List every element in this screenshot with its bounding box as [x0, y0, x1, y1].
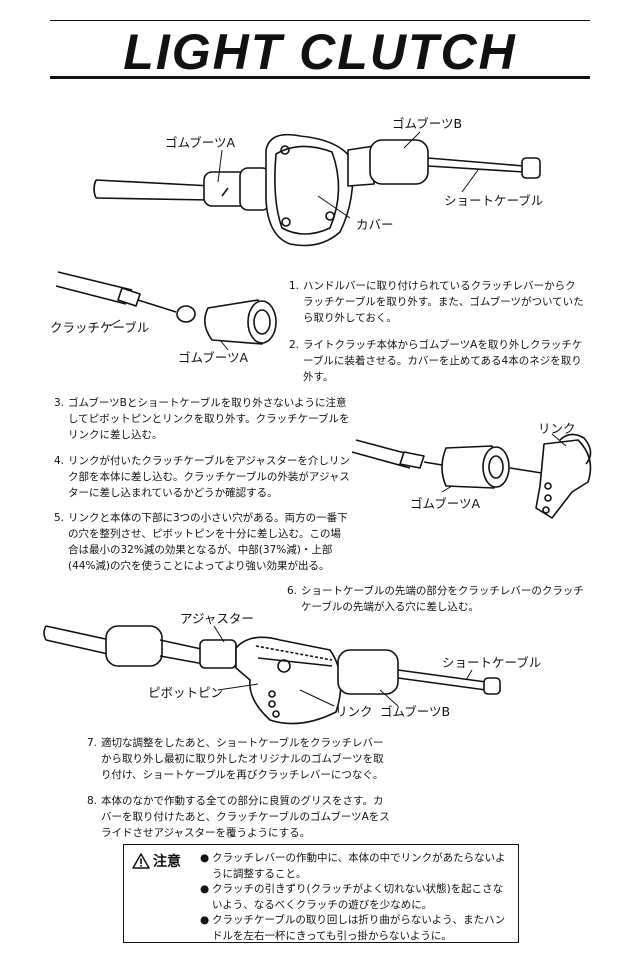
label-top-cover: カバー: [356, 217, 394, 232]
step-8: 8. 本体のなかで作動する全ての部分に良質のグリスをさす。カバーを取り付けたあと…: [87, 793, 391, 841]
illustration-clutch-cable-boot: [55, 271, 277, 351]
label-mid-clutch-cable: クラッチケーブル: [50, 320, 150, 335]
top-rule: [50, 20, 590, 21]
step-number: 8.: [87, 795, 98, 807]
step-number: 1.: [289, 280, 300, 292]
title-underline: [50, 76, 590, 79]
step-text: ハンドルバーに取り付けられているクラッチレバーからクラッチケーブルを取り外す。ま…: [303, 280, 584, 324]
caution-item: ●クラッチレバーの作動中に、本体の中でリンクがあたらないように調整すること。: [200, 851, 510, 882]
step-6: 6. ショートケーブルの先端の部分をクラッチレバーのクラッチケーブルの先端が入る…: [287, 583, 587, 615]
illustration-full-assembly: [43, 625, 501, 725]
label-top-boot-a: ゴムブーツA: [165, 135, 236, 150]
step-3: 3. ゴムブーツBとショートケーブルを取り外さないように注意してピボットピンとリ…: [54, 395, 350, 443]
caution-list: ●クラッチレバーの作動中に、本体の中でリンクがあたらないように調整すること。 ●…: [200, 851, 510, 944]
caution-heading: 注意: [132, 851, 181, 871]
step-number: 3.: [54, 397, 65, 409]
caution-item: ●クラッチの引きずり(クラッチがよく切れない状態)を起こさないよう、なるべくクラ…: [200, 882, 510, 913]
step-7: 7. 適切な調整をしたあと、ショートケーブルをクラッチレバーから取り外し最初に取…: [87, 735, 391, 783]
illustration-assembled-unit: [93, 131, 541, 247]
caution-item-text: クラッチレバーの作動中に、本体の中でリンクがあたらないように調整すること。: [212, 852, 506, 880]
label-bot-adjuster: アジャスター: [180, 611, 254, 626]
caution-box: 注意 ●クラッチレバーの作動中に、本体の中でリンクがあたらないように調整すること…: [123, 844, 519, 943]
step-number: 5.: [54, 512, 65, 524]
step-text: リンクと本体の下部に3つの小さい穴がある。両方の一番下の穴を整列させ、ピボットピ…: [68, 512, 348, 572]
caution-item-text: クラッチケーブルの取り回しは折り曲がらないよう、またハンドルを左右一杯にきっても…: [212, 914, 506, 942]
step-text: 適切な調整をしたあと、ショートケーブルをクラッチレバーから取り外し最初に取り外し…: [101, 737, 384, 781]
step-2: 2. ライトクラッチ本体からゴムブーツAを取り外しクラッチケーブルに装着させる。…: [289, 337, 585, 385]
step-1: 1. ハンドルバーに取り付けられているクラッチレバーからクラッチケーブルを取り外…: [289, 278, 585, 326]
step-text: リンクが付いたクラッチケーブルをアジャスターを介しリンク部を本体に差し込む。クラ…: [68, 455, 350, 499]
label-top-short-cable: ショートケーブル: [444, 193, 544, 208]
label-bot-short-cable: ショートケーブル: [442, 655, 542, 670]
label-bot-pivot-pin: ピボットピン: [148, 685, 224, 700]
label-top-boot-b: ゴムブーツB: [392, 116, 463, 131]
step-5: 5. リンクと本体の下部に3つの小さい穴がある。両方の一番下の穴を整列させ、ピボ…: [54, 510, 350, 574]
bullet-icon: ●: [200, 914, 210, 926]
step-text: ショートケーブルの先端の部分をクラッチレバーのクラッチケーブルの先端が入る穴に差…: [301, 585, 584, 613]
label-bot-link: リンク: [335, 704, 373, 719]
step-text: ライトクラッチ本体からゴムブーツAを取り外しクラッチケーブルに装着させる。カバー…: [303, 339, 583, 383]
step-number: 2.: [289, 339, 300, 351]
step-text: 本体のなかで作動する全ての部分に良質のグリスをさす。カバーを取り付けたあと、クラ…: [101, 795, 390, 839]
step-text: ゴムブーツBとショートケーブルを取り外さないように注意してピボットピンとリンクを…: [68, 397, 350, 441]
step-4: 4. リンクが付いたクラッチケーブルをアジャスターを介しリンク部を本体に差し込む…: [54, 453, 350, 501]
label-mid-boot-a: ゴムブーツA: [178, 350, 249, 365]
step-number: 7.: [87, 737, 98, 749]
label-link-boot-a: ゴムブーツA: [410, 496, 481, 511]
step-number: 6.: [287, 585, 298, 597]
warning-triangle-icon: [132, 853, 150, 869]
page-title: LIGHT CLUTCH: [123, 24, 517, 80]
label-bot-boot-b: ゴムブーツB: [380, 704, 451, 719]
caution-item-text: クラッチの引きずり(クラッチがよく切れない状態)を起こさないよう、なるべくクラッ…: [212, 883, 504, 911]
caution-heading-text: 注意: [153, 854, 181, 870]
label-link: リンク: [538, 421, 576, 436]
illustration-link-assembly: [351, 433, 592, 519]
step-number: 4.: [54, 455, 65, 467]
bullet-icon: ●: [200, 883, 210, 895]
caution-item: ●クラッチケーブルの取り回しは折り曲がらないよう、またハンドルを左右一杯にきって…: [200, 913, 510, 944]
bullet-icon: ●: [200, 852, 210, 864]
